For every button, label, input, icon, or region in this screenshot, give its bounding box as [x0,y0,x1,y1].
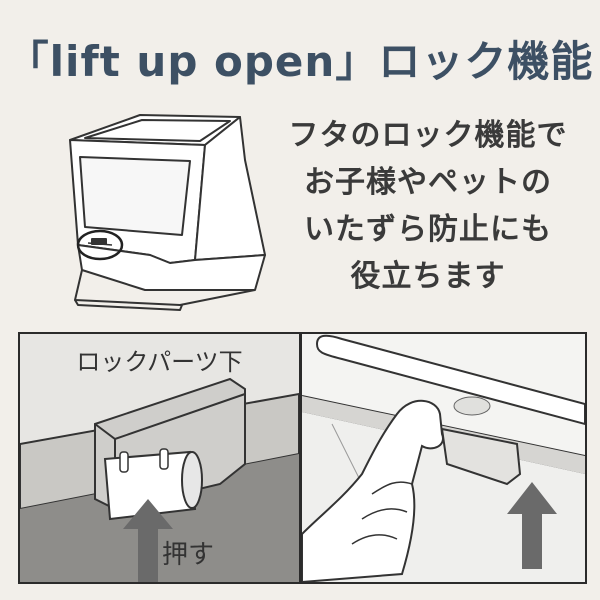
storage-container-illustration [30,105,270,320]
description-line-2: お子様やペットの [304,165,552,200]
push-up-arrow [123,499,173,582]
description-line-4: 役立ちます [350,259,506,294]
lock-part-illustration [20,377,299,582]
finger-press-panel [300,332,587,584]
finger-press-illustration [302,334,585,582]
page-title: 「lift up open」ロック機能 [6,37,594,86]
lock-part-underside-panel: ロックパーツ下 押す [18,332,301,584]
description-line-1: フタのロック機能で [288,118,568,153]
feature-description: フタのロック機能で お子様やペットの いたずら防止にも 役立ちます [268,112,588,300]
push-up-arrow-right [507,482,557,569]
push-label: 押す [162,540,215,570]
lock-part-caption: ロックパーツ下 [76,348,243,376]
description-line-3: いたずら防止にも [304,212,552,247]
